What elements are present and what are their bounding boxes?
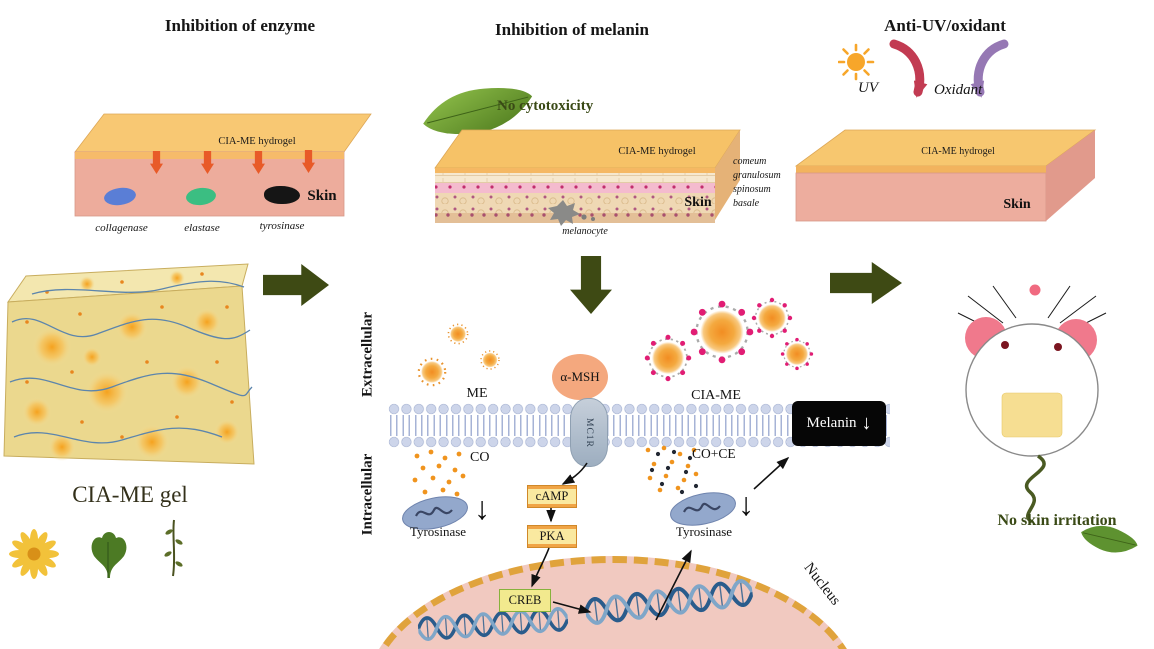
ciame-particle-icon bbox=[689, 299, 755, 365]
decrease-arrow-icon: ↓ bbox=[738, 486, 754, 522]
panel-enzyme-title: Inhibition of enzyme bbox=[164, 16, 316, 35]
me-particle-icon bbox=[417, 357, 447, 387]
hydrogel-label: CIA-ME hydrogel bbox=[618, 146, 695, 157]
elastase-label: elastase bbox=[184, 222, 220, 234]
me-label: ME bbox=[466, 386, 488, 401]
cube-front-face bbox=[3, 285, 255, 465]
ciame-particle-icon bbox=[751, 297, 793, 339]
gel-patch-icon bbox=[1001, 392, 1063, 438]
tyrosinase-label: Tyrosinase bbox=[409, 524, 467, 539]
leaf-icon bbox=[423, 88, 533, 135]
mouse-body bbox=[965, 323, 1099, 457]
block-side-face bbox=[1046, 130, 1095, 221]
collagenase-label: collagenase bbox=[95, 222, 148, 234]
flow-arrow-icon bbox=[263, 264, 329, 306]
mouse-eye-icon bbox=[1054, 343, 1062, 351]
mouse-graphic bbox=[957, 284, 1107, 524]
hydrogel-front-edge bbox=[435, 168, 715, 173]
decrease-arrow-icon: ↓ bbox=[474, 490, 490, 526]
nucleus-label: Nucleus bbox=[800, 559, 844, 609]
me-particle-icon bbox=[447, 323, 469, 345]
me-particle-icon bbox=[480, 350, 500, 370]
gel-droplet-glow bbox=[22, 270, 240, 461]
layer-label-granulosum: granulosum bbox=[733, 170, 781, 181]
melanin-skin-block: CIA-ME hydrogel Skin bbox=[434, 129, 741, 226]
skin-label: Skin bbox=[684, 195, 711, 210]
tyrosinase-blob-icon bbox=[264, 186, 300, 204]
intracellular-label: Intracellular bbox=[359, 453, 376, 536]
camp-label: cAMP bbox=[535, 489, 569, 503]
co-label: CO bbox=[470, 450, 490, 465]
layer-label-basale: basale bbox=[733, 198, 760, 209]
gel-microdots bbox=[25, 272, 234, 439]
co-ce-label: CO+CE bbox=[692, 446, 736, 461]
twig-icon bbox=[164, 519, 183, 577]
sun-icon bbox=[838, 43, 875, 81]
hydrogel-front-edge bbox=[796, 166, 1046, 173]
mouse-nose-icon bbox=[1029, 284, 1041, 296]
ciame-particle-icon bbox=[780, 337, 814, 371]
flower-icon bbox=[9, 529, 59, 579]
creb-box: CREB bbox=[499, 589, 551, 612]
mouse-tail bbox=[1025, 454, 1046, 524]
mc1r-receptor: MC1R bbox=[570, 398, 608, 467]
cell-membrane bbox=[388, 403, 890, 448]
mouse-eye-icon bbox=[1001, 341, 1009, 349]
skin-label: Skin bbox=[1003, 197, 1030, 212]
melanocyte-label: melanocyte bbox=[562, 226, 608, 237]
mc1r-label: MC1R bbox=[584, 417, 594, 448]
melanin-box: Melanin ↓ bbox=[792, 401, 886, 446]
skin-label: Skin bbox=[307, 188, 337, 204]
amsh-label: α-MSH bbox=[560, 369, 600, 384]
camp-box: cAMP bbox=[527, 485, 577, 508]
oxidant-arrow-icon bbox=[970, 39, 1009, 98]
penetration-arrow-icon bbox=[150, 151, 163, 174]
flow-arrow-icon bbox=[830, 262, 902, 304]
tyrosinase-to-melanin-arrow bbox=[753, 456, 790, 490]
co-dots-icon bbox=[412, 449, 466, 497]
uv-arrow-icon bbox=[889, 39, 928, 98]
penetration-arrow-icon bbox=[201, 151, 214, 174]
co-ce-dots-icon bbox=[645, 445, 699, 495]
leaf-icon bbox=[1081, 525, 1138, 553]
tyrosinase-icon bbox=[402, 496, 468, 530]
hydrogel-label: CIA-ME hydrogel bbox=[218, 136, 295, 147]
extracellular-label: Extracellular bbox=[359, 312, 376, 397]
hydrogel-label: CIA-ME hydrogel bbox=[921, 146, 995, 157]
block-side-face bbox=[715, 130, 740, 220]
ciame-particle-icon bbox=[643, 333, 693, 383]
creb-label: CREB bbox=[508, 593, 542, 607]
pka-label: PKA bbox=[539, 529, 565, 543]
uv-skin-block: CIA-ME hydrogel Skin bbox=[794, 129, 1097, 222]
pka-box: PKA bbox=[527, 525, 577, 548]
layer-label-corneum: comeum bbox=[733, 156, 767, 167]
panel-uv-title: Anti-UV/oxidant bbox=[884, 16, 1006, 35]
gel-title: CIA-ME gel bbox=[72, 482, 188, 507]
oxidant-label: Oxidant bbox=[934, 82, 983, 98]
skin-front-face bbox=[795, 172, 1047, 222]
panel-melanin-title: Inhibition of melanin bbox=[495, 20, 649, 39]
herb-leaf-icon bbox=[91, 532, 127, 578]
melanin-label: Melanin bbox=[806, 415, 857, 431]
tyrosinase-enzyme-label: tyrosinase bbox=[259, 220, 305, 232]
no-skin-irritation-label: No skin irritation bbox=[997, 512, 1117, 529]
uv-label: UV bbox=[858, 80, 878, 96]
melanin-decrease-arrow-icon: ↓ bbox=[861, 412, 872, 434]
penetration-arrow-icon bbox=[252, 151, 265, 174]
amsh-ligand: α-MSH bbox=[552, 354, 608, 400]
ciame-label: CIA-ME bbox=[691, 388, 741, 403]
tyrosinase-label: Tyrosinase bbox=[675, 524, 733, 539]
layer-label-spinosum: spinosum bbox=[733, 184, 771, 195]
melanocyte-icon bbox=[548, 200, 580, 226]
polymer-strands bbox=[9, 280, 253, 444]
tyrosinase-icon bbox=[670, 492, 736, 526]
no-cytotoxicity-label: No cytotoxicity bbox=[497, 98, 594, 114]
penetration-arrow-icon bbox=[302, 150, 315, 173]
gel-cube-graphic bbox=[3, 263, 255, 465]
uv-oxidant-graphic bbox=[838, 39, 1009, 98]
